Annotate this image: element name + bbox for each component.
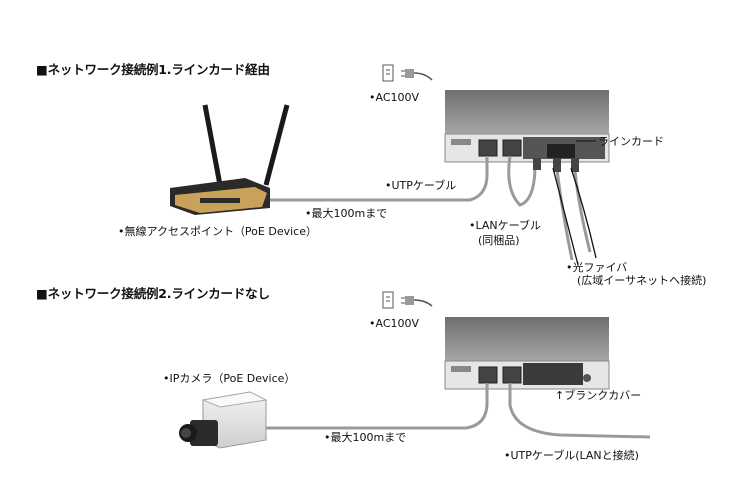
- fiber-cables: [552, 167, 597, 266]
- fiber-label: •光ファイバ: [566, 261, 628, 274]
- blank-cover-label: ↑ブランクカバー: [555, 389, 642, 402]
- blank-cover-screw-icon: [583, 374, 591, 382]
- lan-cable-label: •LANケーブル: [469, 219, 541, 232]
- max-distance-label-1: •最大100mまで: [305, 207, 388, 220]
- ac-plug-icon-2: [382, 291, 433, 309]
- section2-heading: ■ネットワーク接続例2.ラインカードなし: [36, 286, 270, 301]
- cables-2: [230, 383, 651, 439]
- utp-label-2: •UTPケーブル(LANと接続): [504, 449, 639, 462]
- fiber-sublabel: (広域イーサネットへ接続): [577, 274, 707, 287]
- section1-heading: ■ネットワーク接続例1.ラインカード経由: [36, 62, 270, 77]
- ip-camera-label: •IPカメラ（PoE Device）: [163, 372, 296, 385]
- poe-switch-device: [444, 90, 610, 163]
- wireless-access-point-icon: [170, 104, 290, 215]
- linecard-label: ラインカード: [598, 135, 664, 148]
- access-point-label: •無線アクセスポイント（PoE Device）: [118, 225, 317, 238]
- utp-label-1: •UTPケーブル: [385, 179, 457, 192]
- max-distance-label-2: •最大100mまで: [324, 431, 407, 444]
- lan-cable-sublabel: (同梱品): [478, 234, 520, 247]
- ac-plug-icon: [382, 64, 433, 82]
- ac-label-1: •AC100V: [369, 91, 420, 104]
- poe-switch-device-2: [444, 317, 610, 390]
- ip-camera-icon: [179, 391, 268, 449]
- ac-label-2: •AC100V: [369, 317, 420, 330]
